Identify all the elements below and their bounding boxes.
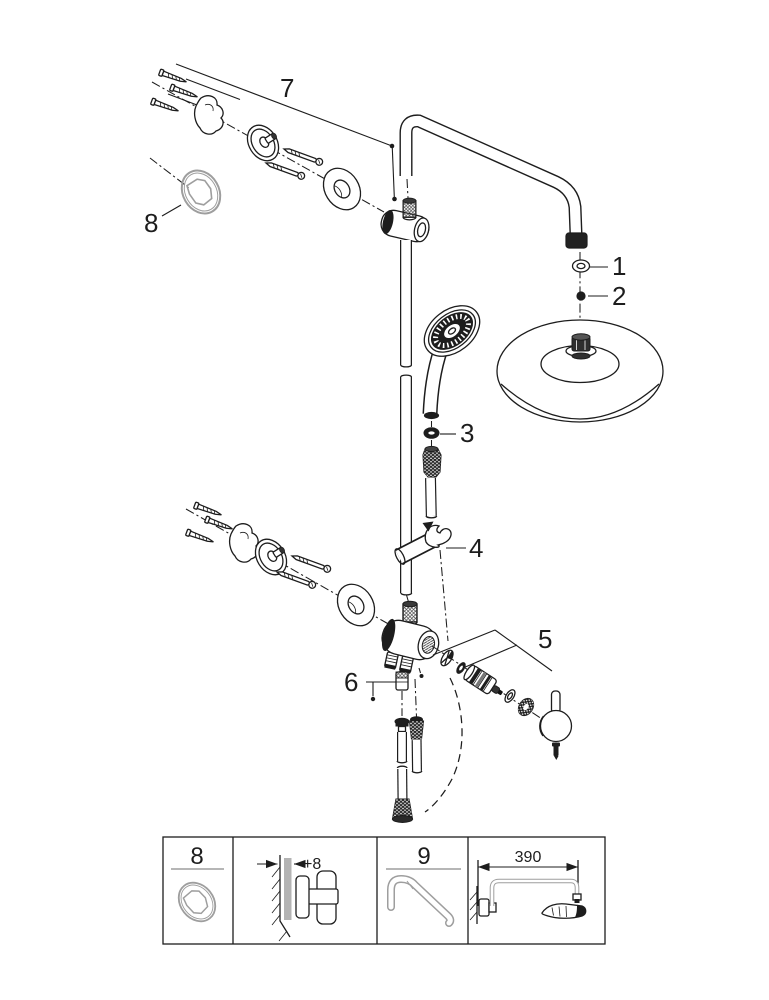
connection-hose	[408, 716, 425, 774]
dimension-plus8: +8	[303, 856, 321, 873]
pipe-tee	[380, 209, 430, 243]
detail-box-shower-arm: 9	[386, 843, 461, 927]
hand-shower-group: 3	[422, 305, 481, 519]
screw-icon	[184, 528, 216, 546]
long-screw-icon	[282, 145, 325, 167]
washer	[504, 689, 516, 703]
callout-8-label: 8	[144, 208, 158, 238]
callout-1-label: 1	[612, 251, 626, 281]
seal-ring	[173, 162, 229, 222]
detail-box-arm-projection: 390	[469, 849, 587, 924]
rain-shower-head	[496, 319, 664, 423]
detail-panel: 8 +8 9 390	[162, 836, 606, 945]
detail-box-wall-spacer: +8	[257, 855, 339, 942]
o-ring	[456, 662, 466, 674]
leader-lines-lower-mount	[185, 508, 400, 631]
escutcheon-ring	[329, 576, 383, 634]
hand-shower-head	[423, 305, 481, 357]
valve-body	[381, 618, 440, 661]
callout-2-label: 2	[612, 281, 626, 311]
cartridge	[463, 664, 503, 696]
slider-hook	[424, 524, 452, 548]
slider-pointer	[422, 521, 434, 532]
gasket-2: 2	[576, 281, 626, 311]
mounting-bracket	[228, 523, 259, 563]
callout-3-label: 3	[460, 418, 474, 448]
arm-end-nut	[565, 232, 588, 249]
hose-adapter-6	[395, 671, 409, 691]
slider-holder-group: 4	[394, 521, 483, 642]
long-screw-icon	[290, 552, 333, 574]
hoses-group	[391, 677, 463, 823]
wall-seal-ring-callout: 8	[144, 162, 229, 238]
hose-loop-path	[424, 677, 463, 813]
detail-box-9-label: 9	[417, 843, 430, 870]
cartridge-explode-group: 5	[431, 624, 573, 760]
wall-flange	[240, 118, 287, 168]
screw-icon	[157, 68, 189, 86]
seal-washer-1: 1	[571, 251, 626, 281]
screw-icon	[203, 515, 235, 533]
valve-handle	[539, 690, 573, 760]
screw-icon	[168, 83, 200, 101]
detail-box-8-label: 8	[190, 843, 203, 870]
cartridge-cap	[440, 649, 454, 667]
knurled-cap	[517, 697, 535, 717]
pipe-union-nut	[402, 197, 417, 221]
callout-6-label: 6	[344, 667, 358, 697]
callout-5-label: 5	[538, 624, 552, 654]
detail-box-seal-ring: 8	[170, 843, 224, 930]
callout-7-label: 7	[280, 73, 294, 103]
valve-group: 6	[344, 594, 440, 702]
hose-cone-nut	[422, 445, 442, 478]
hand-shower-seal-3: 3	[423, 418, 474, 448]
callout-4-label: 4	[469, 533, 483, 563]
shower-hose	[391, 717, 414, 823]
head-shower-group: 1 2	[496, 251, 664, 423]
screw-icon	[149, 97, 181, 115]
dimension-390: 390	[515, 849, 542, 866]
wall-union-assembly-lower	[184, 501, 383, 634]
escutcheon-ring	[315, 160, 369, 218]
mounting-bracket	[193, 95, 224, 135]
long-screw-icon	[264, 159, 307, 181]
